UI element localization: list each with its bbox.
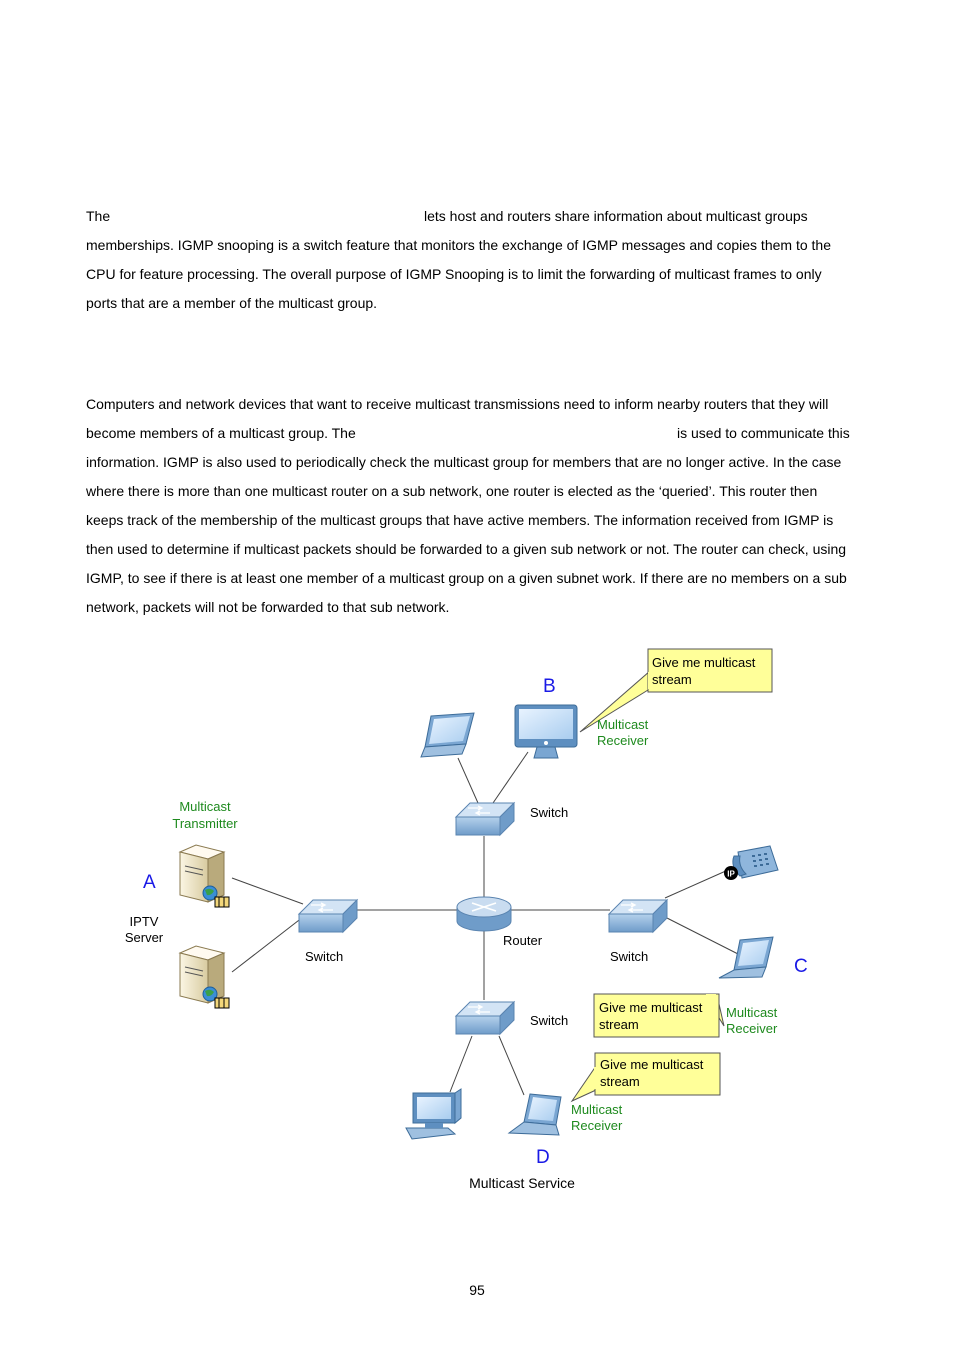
receiver-d-line2: Receiver — [571, 1118, 623, 1133]
receiver-d-line1: Multicast — [571, 1102, 623, 1117]
switch-bottom-icon — [454, 1000, 516, 1036]
switch-left-label: Switch — [305, 949, 343, 964]
p2-line1: Computers and network devices that want … — [86, 396, 829, 412]
diagram-caption: Multicast Service — [469, 1175, 575, 1191]
laptop-d-icon — [507, 1093, 562, 1136]
label-letter-a: A — [143, 872, 156, 893]
switch-top-label: Switch — [530, 805, 568, 820]
switch-left-icon — [297, 898, 359, 934]
callout-d-line1: Give me multicast — [600, 1057, 704, 1072]
ip-phone-icon: IP — [724, 845, 779, 880]
ip-badge-label: IP — [727, 870, 735, 879]
receiver-c-line1: Multicast — [726, 1005, 778, 1020]
transmitter-line1: Multicast — [179, 799, 231, 814]
connection-lines — [231, 751, 741, 1096]
multicast-network-diagram: IP Give me multicast stream Give me mult… — [125, 648, 808, 1191]
p1-line4: ports that are a member of the multicast… — [86, 295, 378, 311]
label-letter-b: B — [543, 676, 556, 697]
switch-right-icon — [607, 898, 669, 934]
server-bottom-icon — [178, 945, 230, 1009]
p2-line3: information. IGMP is also used to period… — [86, 454, 842, 470]
laptop-top-icon — [420, 712, 475, 758]
p2-line6: then used to determine if multicast pack… — [86, 541, 847, 557]
router-label: Router — [503, 933, 543, 948]
label-letter-c: C — [794, 956, 808, 977]
desktop-pc-icon — [405, 1088, 462, 1140]
p2-line2-end: is used to communicate this — [677, 425, 850, 441]
p1-line3: CPU for feature processing. The overall … — [86, 266, 822, 282]
switch-bottom-label: Switch — [530, 1013, 568, 1028]
switch-top-icon — [454, 801, 516, 837]
p1-line1-end: lets host and routers share information … — [424, 208, 808, 224]
p2-line8: network, packets will not be forwarded t… — [86, 599, 450, 615]
callout-b: Give me multicast stream — [579, 648, 773, 733]
switch-right-label: Switch — [610, 949, 648, 964]
receiver-c-line2: Receiver — [726, 1021, 778, 1036]
router-icon — [456, 896, 512, 932]
p1-line1-start: The — [86, 208, 111, 224]
laptop-c-icon — [718, 936, 774, 979]
server-top-icon — [178, 844, 230, 908]
desktop-monitor-b-icon — [514, 704, 578, 759]
receiver-b-line2: Receiver — [597, 733, 649, 748]
server-label-line2: Server — [125, 930, 164, 945]
callout-b-line2: stream — [652, 672, 692, 687]
label-letter-d: D — [536, 1147, 550, 1168]
receiver-b-line1: Multicast — [597, 717, 649, 732]
callout-d: Give me multicast stream — [570, 1052, 721, 1103]
server-label-line1: IPTV — [130, 914, 159, 929]
callout-c: Give me multicast stream — [593, 993, 725, 1038]
p1-line2: memberships. IGMP snooping is a switch f… — [86, 237, 831, 253]
p2-line2-start: become members of a multicast group. The — [86, 425, 356, 441]
callout-d-line2: stream — [600, 1074, 640, 1089]
page-number: 95 — [469, 1282, 485, 1298]
p2-line4: where there is more than one multicast r… — [86, 483, 818, 499]
callout-c-line1: Give me multicast — [599, 1000, 703, 1015]
callout-c-line2: stream — [599, 1017, 639, 1032]
p2-line7: IGMP, to see if there is at least one me… — [86, 570, 847, 586]
p2-line5: keeps track of the membership of the mul… — [86, 512, 834, 528]
callout-b-line1: Give me multicast — [652, 655, 756, 670]
transmitter-line2: Transmitter — [172, 816, 238, 831]
